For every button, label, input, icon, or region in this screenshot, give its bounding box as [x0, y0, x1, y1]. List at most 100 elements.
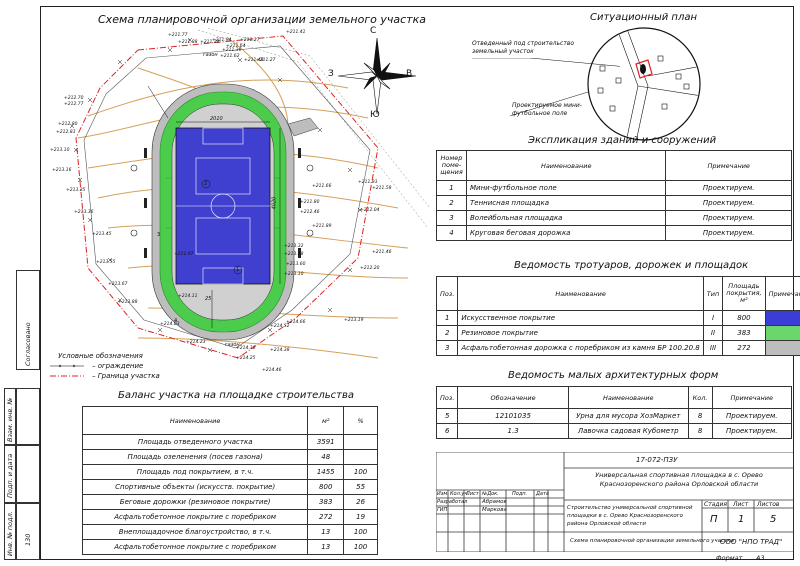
small-forms-header-qty: Кол. [687, 386, 713, 409]
explication-header-number: Номер поме- щения [436, 150, 467, 181]
stamp-col-izm: Изм. [437, 491, 449, 497]
elevation-mark: +213.36 [74, 210, 94, 215]
field-number-2: 2 [204, 181, 208, 187]
elevation-mark: +212.83 [56, 130, 76, 135]
balance-header-percent: % [343, 406, 378, 435]
stamp-col-list: Лист [466, 491, 479, 497]
elevation-mark: +212.70 [64, 96, 84, 101]
balance-name: Асфальтобетонное покрытие с поребриком [81, 539, 309, 555]
dim-bottom-label: 25 [205, 296, 212, 302]
sidewalks-header-note: Примечание [764, 276, 800, 311]
compass-north: С [370, 26, 377, 36]
sidewalk-name: Асфальтобетонная дорожка с поребриком из… [457, 340, 704, 356]
small-forms-header-designation: Обозначение [457, 386, 569, 409]
balance-m2: 48 [307, 449, 345, 465]
small-forms-table: Поз. Обозначение Наименование Кол. Приме… [435, 386, 793, 439]
elevation-mark: +213.19 [344, 318, 364, 323]
title-block-grid [436, 452, 794, 552]
sidewalk-color-swatch [764, 340, 800, 356]
elevation-mark: +212.20 [360, 266, 380, 271]
sidewalk-pos: 3 [435, 340, 459, 356]
balance-name: Внеплощадочное благоустройство, в т.ч. [81, 524, 309, 540]
elevation-mark: +211.80 [300, 200, 320, 205]
explication-name: Мини-футбольное поле [465, 180, 667, 196]
elevation-mark: +211.27 [256, 58, 276, 63]
stamp-col-date: Дата [536, 491, 549, 497]
sidewalks-header-type: Тип [702, 276, 724, 311]
lawn-top-label: газон [203, 52, 218, 58]
elevation-mark: +211.94 [212, 38, 232, 43]
elevation-mark: +214.52 [270, 324, 290, 329]
dim-top-label: 2010 [210, 116, 223, 122]
elevation-mark: +212.80 [58, 122, 78, 127]
balance-percent: 55 [343, 479, 378, 495]
site-plan [69, 28, 430, 359]
sidewalk-name: Резиновое покрытие [457, 325, 704, 341]
elevation-mark: +211.41 [286, 30, 306, 35]
elevation-mark: +212.77 [64, 102, 84, 107]
small-forms-header-pos: Поз. [435, 386, 459, 409]
sidewalk-pos: 1 [435, 310, 459, 326]
stamp-name-1: Абрамов [482, 499, 507, 505]
elevation-mark: +214.66 [286, 320, 306, 325]
elevation-mark: +213.55 [96, 260, 116, 265]
format-label: Формат [716, 554, 743, 562]
inv-orig-label: Инв. № подл. [6, 511, 14, 556]
stamp-sheets: 5 [770, 514, 777, 525]
sidewalk-type: I [702, 310, 724, 326]
elevation-mark: +213.45 [92, 232, 112, 237]
lawn-bottom-label: газон [225, 342, 240, 348]
balance-m2: 383 [307, 494, 345, 510]
table-row: Внеплощадочное благоустройство, в т.ч.13… [81, 524, 378, 540]
elevation-mark: +211.88 [178, 40, 198, 45]
sidewalk-name: Искусственное покрытие [457, 310, 704, 326]
legend-title: Условные обозначения [58, 352, 143, 360]
stamp-company: ООО "НПО ТРАД" [720, 538, 783, 546]
balance-name: Беговые дорожки (резиновое покрытие) [81, 494, 309, 510]
explication-table: Номер поме- щения Наименование Примечани… [436, 150, 792, 241]
inv-orig-number: 130 [24, 533, 32, 546]
compass-rose [337, 37, 417, 115]
sidewalks-table: Поз. Наименование Тип Площадь покрытия, … [435, 276, 800, 356]
explication-name: Волейбольная площадка [465, 210, 667, 226]
inv-replace-label: Взам. инв. № [6, 397, 14, 442]
explication-number: 1 [436, 180, 467, 196]
sidewalks-title: Ведомость тротуаров, дорожек и площадок [514, 260, 749, 271]
sign-date-cell [4, 445, 16, 503]
sidewalk-color-swatch [764, 310, 800, 326]
elevation-mark: +211.64 [226, 44, 246, 49]
balance-m2: 13 [307, 524, 345, 540]
stamp-project: Универсальная спортивная площадка в с. О… [595, 471, 763, 488]
stamp-stage: П [710, 514, 718, 525]
elevation-mark: +214.25 [236, 356, 256, 361]
elevation-mark: +214.03 [160, 322, 180, 327]
table-row: Спортивные объекты (искусств. покрытие)8… [81, 479, 378, 495]
stamp-stage-label: Стадия [704, 501, 728, 508]
small-form-qty: 8 [687, 423, 713, 439]
balance-percent [343, 434, 378, 450]
legend-swatches [50, 364, 84, 377]
small-form-name: Урна для мусора ХозМаркет [567, 408, 689, 424]
stamp-sheet-label: Лист [733, 501, 749, 508]
explication-header-name: Наименование [465, 150, 667, 181]
inv-orig-cell [4, 503, 16, 560]
explication-number: 2 [436, 195, 467, 211]
small-form-name: Лавочка садовая Кубометр [567, 423, 689, 439]
balance-percent: 19 [343, 509, 378, 525]
balance-percent: 26 [343, 494, 378, 510]
balance-percent [343, 449, 378, 465]
agreed-cell [16, 270, 40, 370]
explication-number: 4 [436, 225, 467, 241]
field-number-4: 4 [174, 318, 178, 324]
balance-percent: 100 [343, 539, 378, 555]
inv-replace-cell [4, 388, 16, 445]
explication-name: Теннисная площадка [465, 195, 667, 211]
